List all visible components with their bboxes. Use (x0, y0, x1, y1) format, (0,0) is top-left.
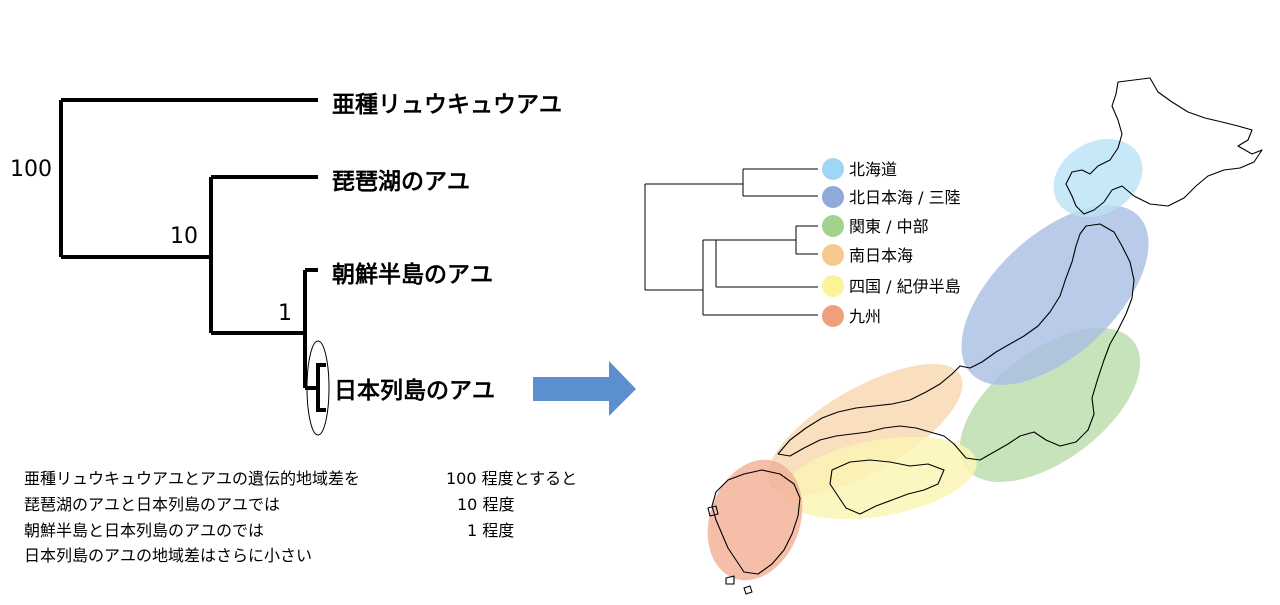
right-arrow-icon (533, 361, 636, 416)
region-ellipse-shikoku (783, 436, 977, 520)
node-label-1: 1 (278, 301, 292, 326)
regional-tree (644, 168, 818, 316)
legend-dot-south-sea (822, 244, 844, 266)
japan-map (707, 77, 1263, 595)
legend-label-shikoku: 四国 / 紀伊半島 (849, 277, 961, 296)
legend-dot-kyushu (822, 305, 844, 327)
honshu-coast (777, 223, 1135, 461)
region-ellipse-kanto (959, 328, 1141, 482)
japan-cluster-ellipse (306, 340, 330, 436)
caption-line-2: 琵琶湖のアユと日本列島のアユでは (24, 495, 281, 514)
region-ellipse-kyushu (707, 459, 803, 581)
legend-dot-hokkaido (822, 158, 844, 180)
node-label-10: 10 (170, 224, 198, 249)
kyushu-coast (711, 469, 801, 575)
legend-label-kyushu: 九州 (849, 307, 881, 326)
legend-dot-shikoku (822, 275, 844, 297)
legend: 北海道 北日本海 / 三陸 関東 / 中部 南日本海 四国 / 紀伊半島 九州 (822, 158, 961, 327)
region-ellipse-north (961, 205, 1149, 385)
legend-dot-north (822, 186, 844, 208)
caption-value-2: 10 程度 (457, 495, 515, 514)
caption-line-3: 朝鮮半島と日本列島のアユのでは (24, 521, 265, 540)
caption-line-1: 亜種リュウキュウアユとアユの遺伝的地域差を (24, 469, 361, 488)
island-coast (707, 505, 753, 595)
caption-value-3: 1 程度 (467, 521, 515, 540)
region-ellipse-hokkaido (1053, 138, 1143, 218)
caption-value-1: 100 程度とすると (446, 469, 578, 488)
legend-label-north: 北日本海 / 三陸 (849, 188, 961, 207)
tree-japan-bracket (316, 363, 326, 412)
phylogenetic-tree (59, 98, 326, 412)
caption-line-4: 日本列島のアユの地域差はさらに小さい (24, 546, 313, 565)
taxon-label-ryukyu: 亜種リュウキュウアユ (332, 92, 562, 118)
taxon-label-japan: 日本列島のアユ (334, 377, 495, 404)
taxon-label-korea: 朝鮮半島のアユ (332, 261, 493, 288)
legend-label-south-sea: 南日本海 (849, 246, 913, 265)
node-label-100: 100 (10, 157, 52, 182)
legend-label-kanto: 関東 / 中部 (849, 217, 929, 236)
taxon-label-biwa: 琵琶湖のアユ (332, 169, 470, 195)
legend-label-hokkaido: 北海道 (849, 160, 897, 179)
legend-dot-kanto (822, 215, 844, 237)
hokkaido-coast (1065, 77, 1263, 215)
shikoku-coast (829, 459, 945, 515)
